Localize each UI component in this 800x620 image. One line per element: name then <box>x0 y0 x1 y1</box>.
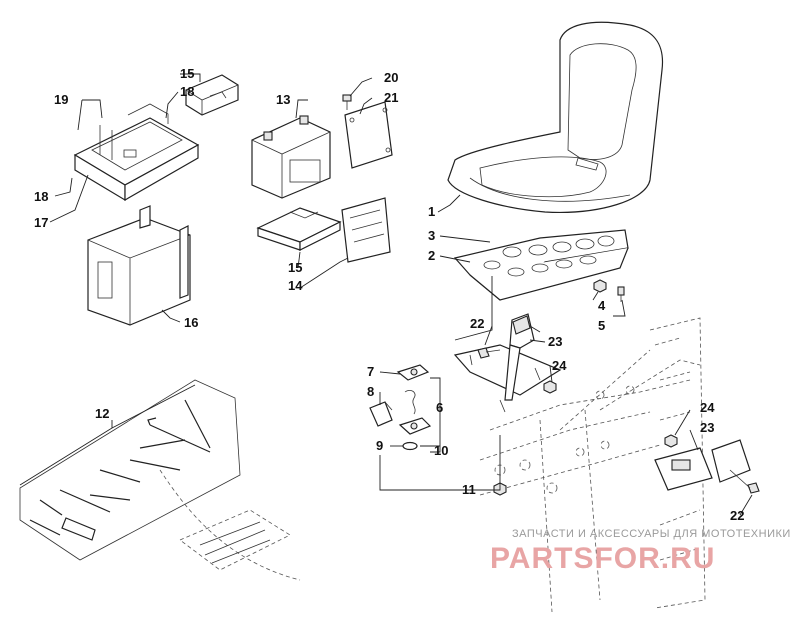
callout-11: 11 <box>462 482 476 497</box>
callout-21: 21 <box>384 90 398 105</box>
pad-15-bottom <box>256 207 342 251</box>
callout-20: 20 <box>384 70 398 85</box>
callout-18-top: 18 <box>180 84 194 99</box>
callout-22-lower: 22 <box>730 508 744 523</box>
latch-plate-7 <box>396 364 430 381</box>
callout-1: 1 <box>428 204 435 219</box>
callout-22-upper: 22 <box>470 316 484 331</box>
callout-12: 12 <box>95 406 109 421</box>
watermark-subtitle: ЗАПЧАСТИ И АКСЕССУАРЫ ДЛЯ МОТОТЕХНИКИ <box>512 528 791 540</box>
callout-6: 6 <box>436 400 443 415</box>
screw-5 <box>617 286 625 302</box>
callout-3: 3 <box>428 228 435 243</box>
nut-4 <box>593 279 607 293</box>
battery-tray <box>73 103 200 202</box>
bolt-22-upper <box>477 347 501 359</box>
pad-15-top <box>185 74 239 116</box>
callout-5: 5 <box>598 318 605 333</box>
cover-21 <box>344 101 393 169</box>
callout-7: 7 <box>367 364 374 379</box>
plate-14 <box>341 197 391 263</box>
callout-23-lower: 23 <box>700 420 714 435</box>
callout-16: 16 <box>184 315 198 330</box>
callout-15-top: 15 <box>180 66 194 81</box>
washer-9 <box>402 441 418 451</box>
latch-base-10 <box>398 417 432 435</box>
buckle-23-lower <box>654 439 751 491</box>
buckle-23-upper <box>499 313 535 413</box>
callout-15-bottom: 15 <box>288 260 302 275</box>
seat-base <box>453 229 629 301</box>
leader-lines <box>19 73 753 516</box>
tool-kit <box>19 379 301 581</box>
callout-24-upper: 24 <box>552 358 567 373</box>
bolt-22-lower <box>729 469 760 494</box>
screw-20 <box>342 94 352 110</box>
callout-18-left: 18 <box>34 189 48 204</box>
callout-2: 2 <box>428 248 435 263</box>
callout-17: 17 <box>34 215 48 230</box>
callout-14: 14 <box>288 278 303 293</box>
callout-24-lower: 24 <box>700 400 715 415</box>
battery <box>251 115 331 199</box>
callout-4: 4 <box>598 298 606 313</box>
latch-spring <box>404 390 416 415</box>
latch-8 <box>369 401 393 427</box>
nut-24-upper <box>543 380 557 394</box>
callout-10: 10 <box>434 443 448 458</box>
seat <box>447 21 664 213</box>
callout-13: 13 <box>276 92 290 107</box>
callout-9: 9 <box>376 438 383 453</box>
callout-8: 8 <box>367 384 374 399</box>
nut-24-lower <box>664 434 678 448</box>
callout-19: 19 <box>54 92 68 107</box>
callout-23-upper: 23 <box>548 334 562 349</box>
battery-box <box>87 205 191 326</box>
watermark-logo: PARTSFOR.RU <box>490 542 715 575</box>
